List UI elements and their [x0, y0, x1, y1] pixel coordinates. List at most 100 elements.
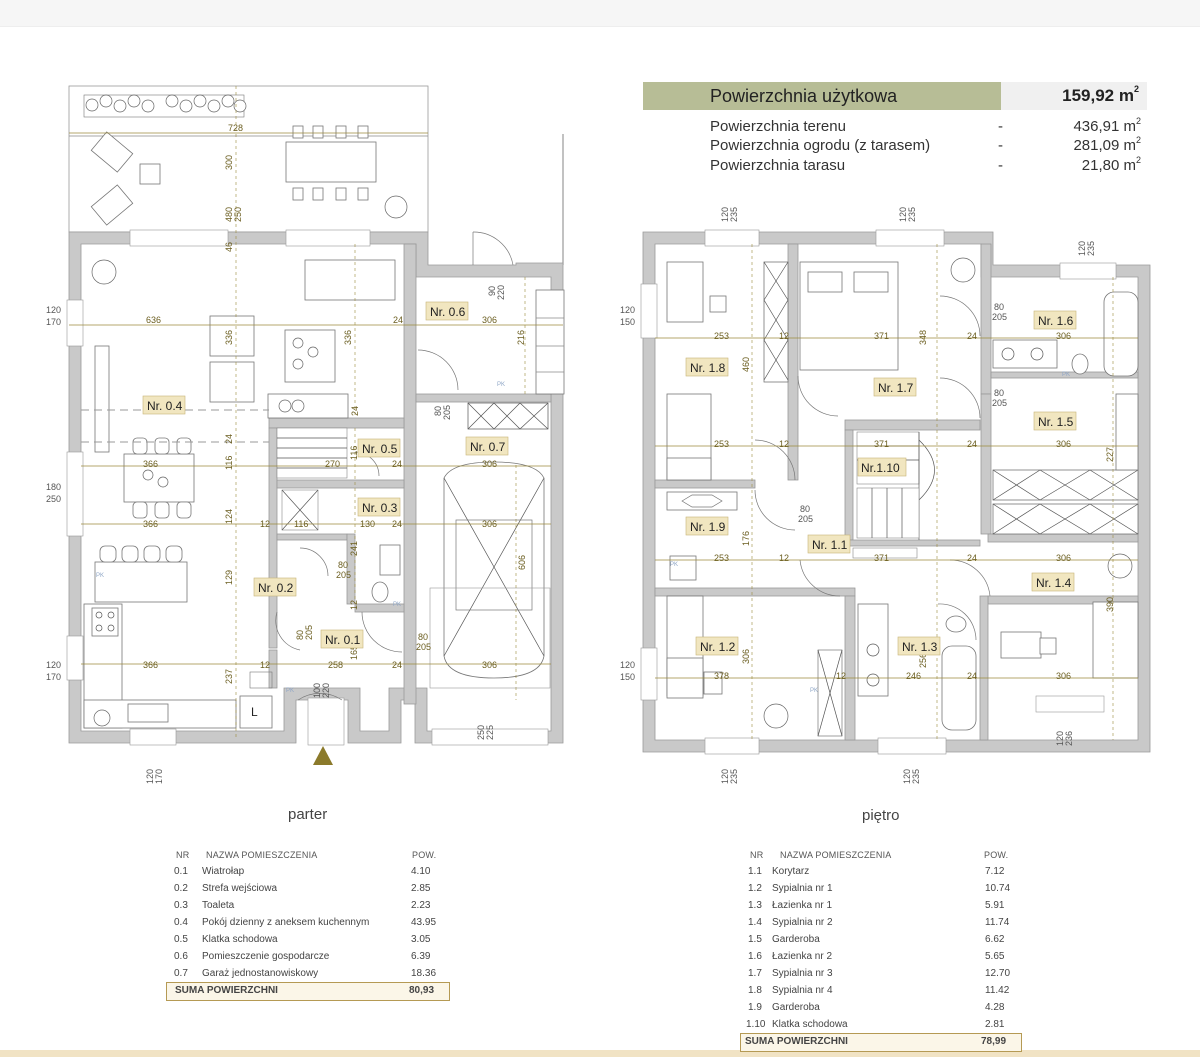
- svg-text:12: 12: [260, 660, 270, 670]
- svg-text:120: 120: [720, 769, 730, 784]
- svg-text:205: 205: [992, 398, 1007, 408]
- svg-text:Nr. 1.2: Nr. 1.2: [700, 640, 736, 654]
- svg-text:336: 336: [224, 330, 234, 345]
- svg-text:120: 120: [1055, 731, 1065, 746]
- svg-text:306: 306: [482, 519, 497, 529]
- ground-stairs: [276, 427, 348, 531]
- usable-area-value-cell: 159,92 m2: [1001, 82, 1147, 110]
- svg-text:120: 120: [145, 769, 155, 784]
- svg-text:Nr. 0.3: Nr. 0.3: [362, 501, 398, 515]
- svg-text:728: 728: [228, 123, 243, 133]
- ground-room-labels: Nr. 0.4 Nr. 0.6 Nr. 0.5 Nr. 0.7 Nr. 0.3 …: [142, 301, 509, 719]
- svg-text:Nr. 0.6: Nr. 0.6: [430, 305, 466, 319]
- svg-text:120: 120: [1077, 241, 1087, 256]
- usable-area-header: Powierzchnia użytkowa 159,92 m2: [643, 82, 1147, 110]
- svg-text:120: 120: [46, 305, 61, 315]
- svg-text:366: 366: [143, 519, 158, 529]
- top-strip: [0, 0, 1200, 27]
- svg-text:90: 90: [487, 286, 497, 296]
- svg-text:205: 205: [798, 514, 813, 524]
- svg-text:150: 150: [620, 672, 635, 682]
- svg-text:366: 366: [143, 459, 158, 469]
- svg-text:Nr. 1.4: Nr. 1.4: [1036, 576, 1072, 590]
- svg-text:Nr. 0.7: Nr. 0.7: [470, 440, 506, 454]
- svg-text:306: 306: [741, 649, 751, 664]
- svg-text:253: 253: [714, 553, 729, 563]
- svg-text:12: 12: [349, 600, 359, 610]
- svg-text:100: 100: [312, 683, 322, 698]
- svg-text:130: 130: [360, 519, 375, 529]
- svg-text:120: 120: [898, 207, 908, 222]
- svg-text:Nr. 1.7: Nr. 1.7: [878, 381, 914, 395]
- upper-total-row: SUMA POWIERZCHNI 78,99: [740, 1033, 1022, 1052]
- svg-text:371: 371: [874, 331, 889, 341]
- usable-area-label-cell: Powierzchnia użytkowa: [643, 82, 1001, 110]
- svg-text:24: 24: [967, 331, 977, 341]
- col-area-header: POW.: [412, 850, 437, 860]
- bottom-strip: [0, 1050, 1200, 1057]
- svg-text:480: 480: [224, 207, 234, 222]
- svg-text:24: 24: [392, 519, 402, 529]
- col-nr-header: NR: [750, 850, 764, 860]
- svg-text:165: 165: [349, 645, 359, 660]
- svg-text:371: 371: [874, 439, 889, 449]
- svg-text:378: 378: [714, 671, 729, 681]
- svg-text:116: 116: [349, 446, 359, 460]
- upper-stairs: [856, 431, 935, 540]
- svg-text:24: 24: [967, 553, 977, 563]
- svg-text:120: 120: [620, 660, 635, 670]
- svg-text:170: 170: [154, 769, 164, 784]
- svg-text:46: 46: [224, 242, 234, 252]
- summary-row-garden: Powierzchnia ogrodu (z tarasem) - 281,09…: [710, 135, 1141, 154]
- svg-text:250: 250: [233, 207, 243, 222]
- col-name-header: NAZWA POMIESZCZENIA: [780, 850, 892, 860]
- svg-text:636: 636: [146, 315, 161, 325]
- svg-text:PK: PK: [670, 562, 678, 568]
- svg-text:120: 120: [620, 305, 635, 315]
- svg-text:Nr. 0.4: Nr. 0.4: [147, 399, 183, 413]
- svg-text:256: 256: [918, 653, 928, 668]
- svg-text:Nr.1.10: Nr.1.10: [861, 461, 900, 475]
- svg-text:24: 24: [350, 406, 360, 416]
- svg-text:371: 371: [874, 553, 889, 563]
- svg-text:205: 205: [416, 642, 431, 652]
- svg-text:220: 220: [496, 285, 506, 300]
- svg-text:253: 253: [714, 331, 729, 341]
- svg-text:250: 250: [476, 725, 486, 740]
- ground-floor-plan: 728 300 480 250 46 636 336 336 24 306 21…: [46, 85, 565, 784]
- svg-text:120: 120: [720, 207, 730, 222]
- svg-text:Nr. 1.5: Nr. 1.5: [1038, 415, 1074, 429]
- svg-text:PK: PK: [96, 573, 104, 579]
- svg-text:120: 120: [902, 769, 912, 784]
- col-nr-header: NR: [176, 850, 190, 860]
- summary-row-terrace: Powierzchnia tarasu - 21,80 m2: [710, 155, 1141, 174]
- svg-text:235: 235: [911, 769, 921, 784]
- svg-text:205: 205: [992, 312, 1007, 322]
- svg-text:12: 12: [779, 439, 789, 449]
- usable-area-label: Powierzchnia użytkowa: [710, 86, 898, 106]
- svg-text:116: 116: [294, 519, 308, 529]
- svg-text:PK: PK: [286, 688, 294, 694]
- svg-text:12: 12: [836, 671, 846, 681]
- svg-text:306: 306: [1056, 331, 1071, 341]
- svg-text:80: 80: [295, 630, 305, 640]
- svg-text:306: 306: [1056, 671, 1071, 681]
- svg-text:235: 235: [1086, 241, 1096, 256]
- svg-text:205: 205: [336, 570, 351, 580]
- svg-text:124: 124: [224, 509, 234, 524]
- svg-text:24: 24: [393, 315, 403, 325]
- svg-text:606: 606: [517, 555, 527, 570]
- svg-text:Nr. 0.2: Nr. 0.2: [258, 581, 294, 595]
